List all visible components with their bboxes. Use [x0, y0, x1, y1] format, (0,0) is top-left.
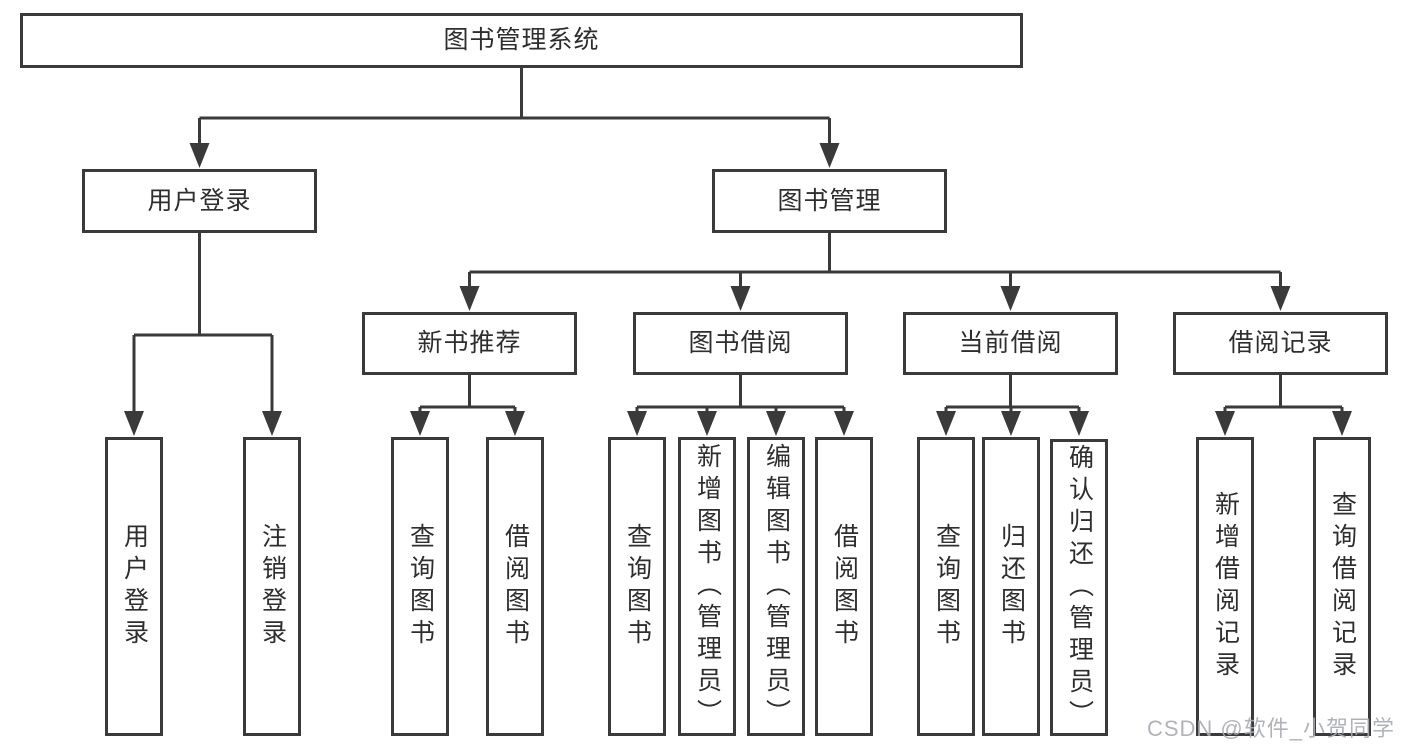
node-label: 查询图书 [406, 522, 435, 651]
node-current-borrowing: 当前借阅 [903, 312, 1118, 375]
arrow-down-icon [1215, 411, 1235, 436]
edge-user-login-bus [132, 233, 274, 429]
node-label: 用户登录 [120, 522, 149, 651]
leaf-confirm-return-admin: 确认归还（管理员） [1050, 439, 1108, 736]
node-label: 借阅记录 [1228, 329, 1333, 357]
node-label: 新书推荐 [417, 329, 522, 357]
leaf-add-borrow-record: 新增借阅记录 [1196, 437, 1254, 736]
leaf-query-books-borrowing: 查询图书 [608, 437, 666, 736]
leaf-borrow-books: 借阅图书 [815, 437, 873, 736]
leaf-borrow-books-recommend: 借阅图书 [486, 437, 544, 736]
edge-root-bus [198, 68, 831, 162]
arrow-down-icon [627, 411, 647, 436]
node-label: 当前借阅 [958, 329, 1063, 357]
arrow-down-icon [189, 143, 210, 168]
node-library-system: 图书管理系统 [20, 13, 1023, 68]
leaf-query-books-current: 查询图书 [917, 437, 975, 736]
arrow-down-icon [124, 411, 144, 436]
node-label: 确认归还（管理员） [1065, 443, 1094, 732]
node-book-management: 图书管理 [712, 169, 947, 233]
leaf-user-login: 用户登录 [105, 437, 163, 736]
leaf-add-books-admin: 新增图书（管理员） [678, 437, 736, 736]
node-label: 新增借阅记录 [1211, 490, 1240, 683]
arrow-down-icon [1270, 286, 1291, 311]
arrow-down-icon [819, 143, 840, 168]
arrow-down-icon [1332, 411, 1352, 436]
edge-new-book-bus [418, 375, 517, 429]
node-label: 查询图书 [623, 522, 652, 651]
arrow-down-icon [1001, 411, 1021, 436]
leaf-query-books-recommend: 查询图书 [391, 437, 449, 736]
arrow-down-icon [1069, 411, 1089, 436]
node-label: 借阅图书 [501, 522, 530, 651]
leaf-return-books: 归还图书 [982, 437, 1040, 736]
node-label: 注销登录 [258, 522, 287, 651]
node-new-book-recommend: 新书推荐 [362, 312, 577, 375]
node-label: 编辑图书（管理员） [762, 442, 791, 731]
arrow-down-icon [936, 411, 956, 436]
arrow-down-icon [505, 411, 525, 436]
arrow-down-icon [834, 411, 854, 436]
watermark: CSDN @软件_小贺同学 [1146, 716, 1395, 741]
arrow-down-icon [1000, 286, 1021, 311]
arrow-down-icon [459, 286, 480, 311]
leaf-query-borrow-record: 查询借阅记录 [1313, 437, 1371, 736]
arrow-down-icon [730, 286, 751, 311]
arrow-down-icon [410, 411, 430, 436]
edge-book-mgmt-bus [468, 233, 1282, 304]
arrow-down-icon [697, 411, 717, 436]
node-book-borrowing: 图书借阅 [633, 312, 848, 375]
node-label: 新增图书（管理员） [693, 442, 722, 731]
node-label: 归还图书 [997, 522, 1026, 651]
arrow-down-icon [766, 411, 786, 436]
node-label: 图书借阅 [688, 329, 793, 357]
node-user-login: 用户登录 [82, 169, 317, 233]
edge-book-borrow-bus [635, 375, 846, 429]
node-label: 用户登录 [147, 186, 252, 215]
node-label: 借阅图书 [830, 522, 859, 651]
arrow-down-icon [262, 411, 282, 436]
leaf-edit-books-admin: 编辑图书（管理员） [747, 437, 805, 736]
edge-borrow-records-bus [1223, 375, 1344, 429]
node-label: 查询借阅记录 [1328, 490, 1357, 683]
node-label: 图书管理系统 [443, 26, 600, 54]
leaf-logout: 注销登录 [243, 437, 301, 736]
node-label: 图书管理 [777, 186, 882, 215]
node-label: 查询图书 [932, 522, 961, 651]
node-borrowing-records: 借阅记录 [1173, 312, 1388, 375]
